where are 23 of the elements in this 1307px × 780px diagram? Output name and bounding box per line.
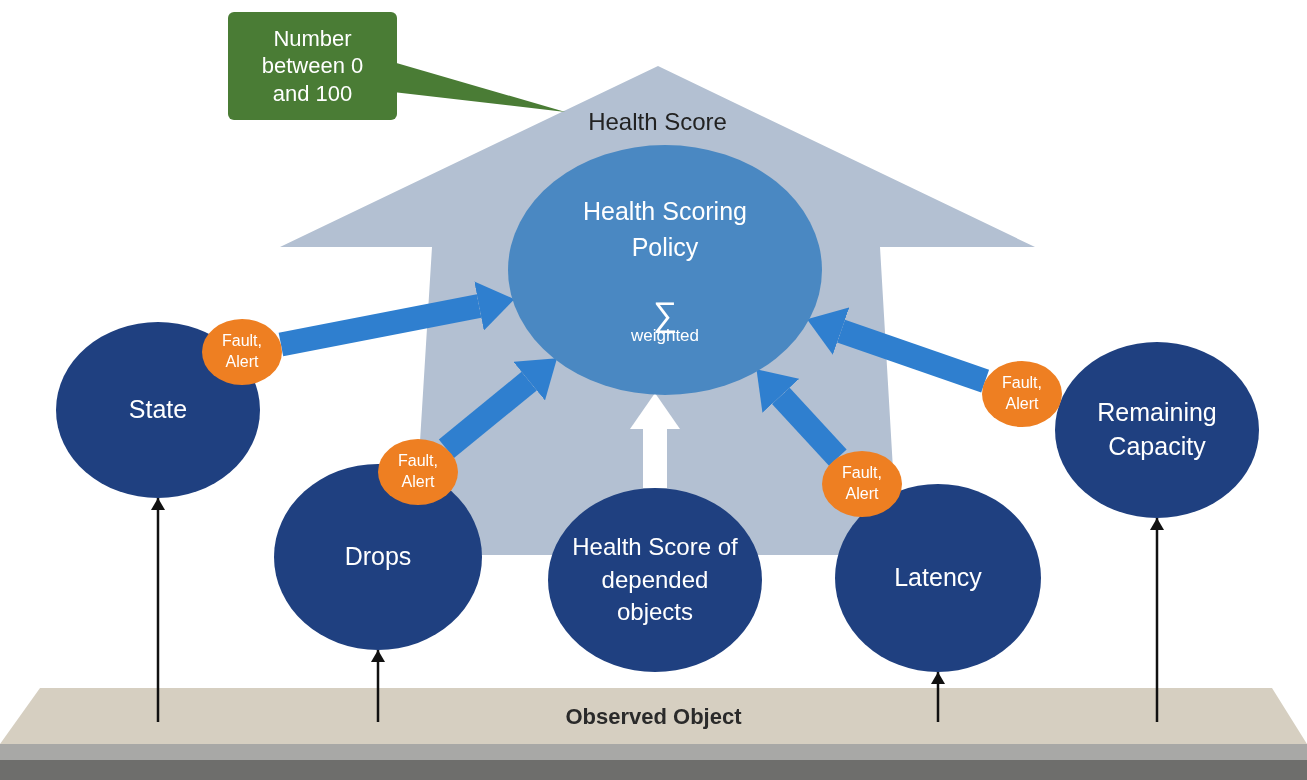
block-arrow bbox=[756, 369, 847, 466]
arrow bbox=[1150, 518, 1164, 722]
fault-alert-label: Fault, Alert bbox=[397, 451, 439, 492]
arrow bbox=[931, 672, 945, 722]
block-arrow bbox=[278, 281, 515, 357]
block-arrow bbox=[630, 393, 680, 488]
policy-label: Health Scoring Policy bbox=[582, 196, 748, 264]
arrow bbox=[151, 498, 165, 722]
fault-alert-label: Fault, Alert bbox=[221, 331, 263, 372]
fault-alert-label: Fault, Alert bbox=[841, 463, 883, 504]
block-arrow bbox=[438, 358, 558, 459]
platform-label: Observed Object bbox=[565, 704, 742, 730]
callout-text: Number between 0 and 100 bbox=[260, 24, 365, 108]
metric-label: Remaining Capacity bbox=[1096, 397, 1218, 462]
metric-label: Drops bbox=[343, 541, 413, 573]
callout-box bbox=[228, 12, 397, 120]
metric-label: Health Score of depended objects bbox=[571, 532, 739, 628]
block-arrow bbox=[807, 307, 990, 393]
metric-label: State bbox=[127, 394, 189, 426]
metric-label: Latency bbox=[893, 562, 983, 594]
arrow-title: Health Score bbox=[588, 108, 727, 136]
arrow bbox=[371, 650, 385, 722]
fault-alert-label: Fault, Alert bbox=[1001, 373, 1043, 414]
